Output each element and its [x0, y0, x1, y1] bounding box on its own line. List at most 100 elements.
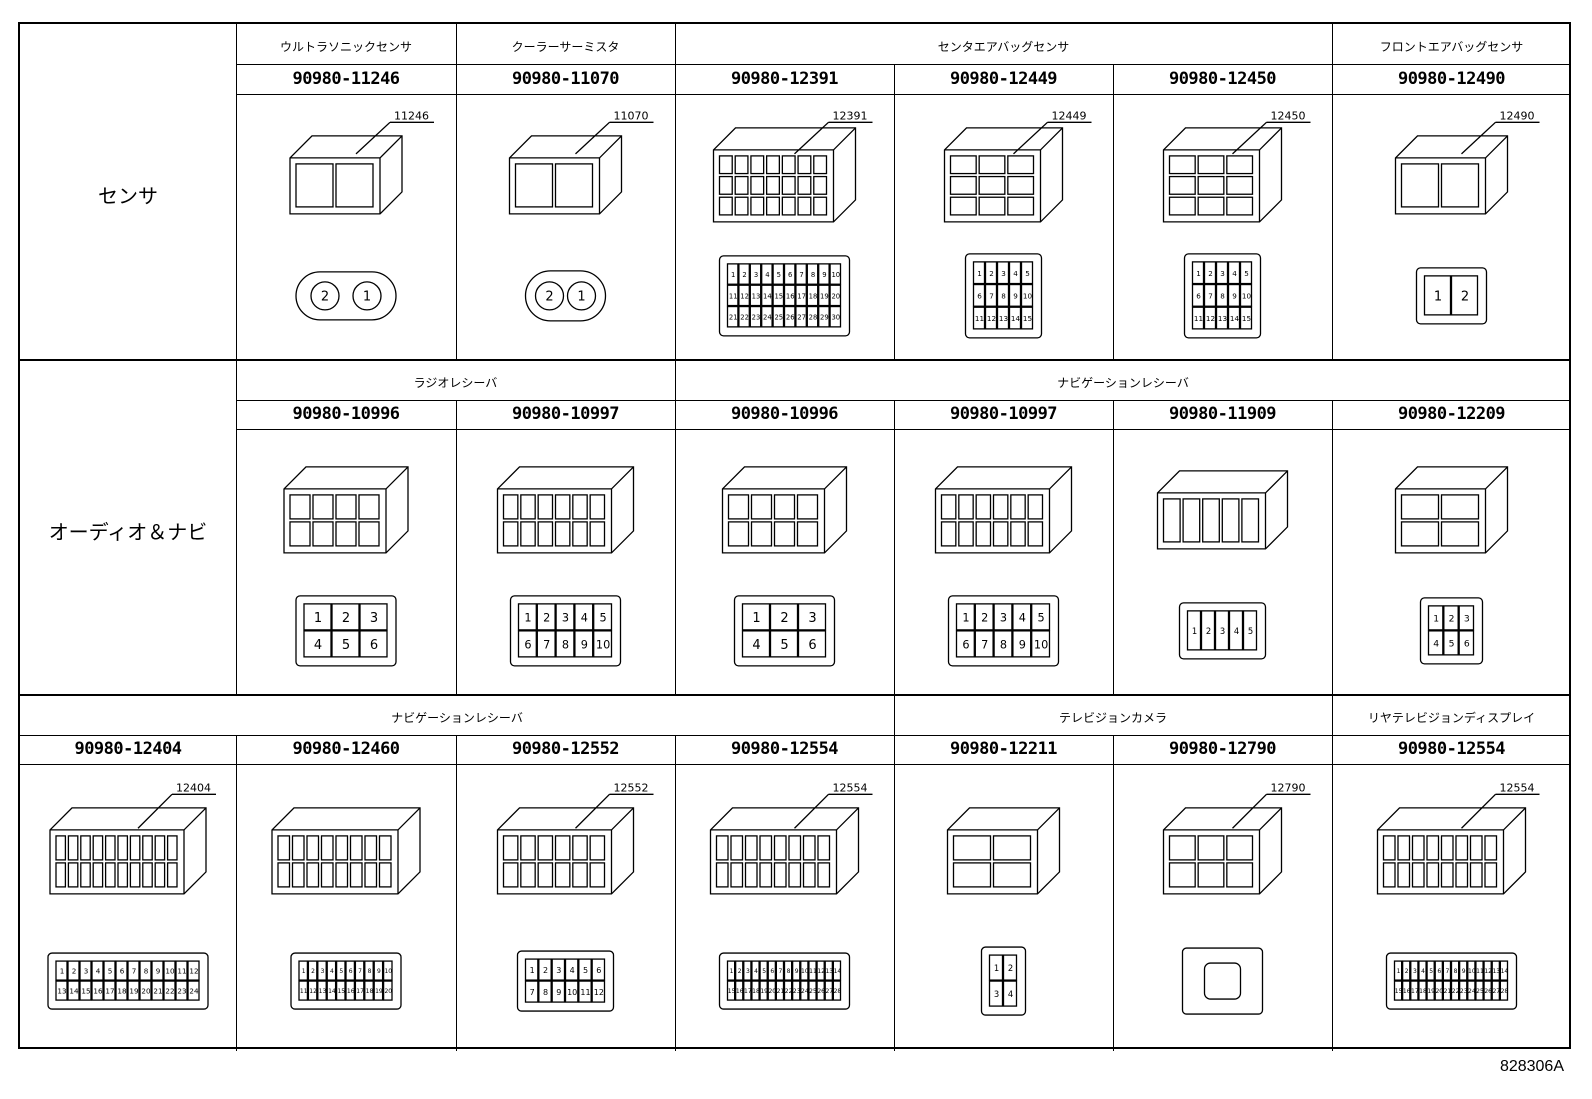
- pin-cavity: [1168, 175, 1196, 195]
- caption-radio-receiver: ラジオレシーバ: [413, 376, 498, 390]
- pin-cell: [1239, 261, 1253, 285]
- part-number: 90980-11070: [511, 69, 620, 89]
- pin-cavity: [940, 521, 957, 547]
- pin-number: 9: [1232, 291, 1237, 300]
- pin-number: 15: [728, 988, 736, 995]
- pin-cell: [354, 960, 365, 981]
- grid-line: [1113, 735, 1114, 1051]
- pin-cavity: [55, 835, 67, 861]
- pin-cavity: [80, 862, 91, 888]
- pin-cavity: [796, 494, 819, 520]
- pin-cavity: [312, 494, 334, 520]
- pin-cell: [726, 980, 736, 1001]
- pin-number: 27: [825, 988, 833, 995]
- pin-cell: [55, 960, 68, 981]
- pin-number: 12: [594, 988, 604, 997]
- pin-number: 7: [132, 967, 137, 976]
- pin-number: 1: [1397, 968, 1401, 975]
- pin-cell: [317, 960, 327, 981]
- pin-number: 5: [1038, 611, 1045, 624]
- pin-cell: [1467, 960, 1476, 981]
- pin-cavity: [1484, 835, 1498, 861]
- pin-cavity: [1469, 835, 1483, 861]
- grid-line: [894, 400, 895, 695]
- grid-line: [236, 24, 237, 359]
- part-number: 90980-11909: [1168, 404, 1277, 424]
- pin-cavity: [514, 163, 554, 208]
- pin-cell: [955, 630, 975, 658]
- pin-number: 7: [989, 291, 994, 300]
- pin-number: 18: [752, 988, 760, 995]
- pin-cell: [91, 980, 104, 1001]
- callout-label: 12404: [176, 781, 211, 794]
- pin-cell: [345, 980, 356, 1001]
- pin-cell: [564, 958, 579, 981]
- pin-number: 1: [962, 611, 969, 624]
- callout-leader: 12554: [794, 781, 873, 829]
- pin-number: 4: [1234, 626, 1239, 636]
- pin-cell: [769, 603, 799, 631]
- pin-cell: [373, 980, 384, 1001]
- pin-number: 27: [1492, 988, 1500, 995]
- pin-cell: [1434, 980, 1444, 1001]
- pin-cell: [79, 960, 92, 981]
- pin-number: 6: [349, 968, 353, 975]
- pin-number: 15: [1242, 314, 1251, 323]
- pin-number: 7: [779, 968, 783, 975]
- pin-cavity: [715, 835, 729, 861]
- pin-cell: [1020, 306, 1034, 330]
- pin-cell: [749, 284, 762, 307]
- pin-cavity: [797, 196, 812, 216]
- pin-cell: [738, 305, 750, 328]
- pin-number: 3: [746, 968, 750, 975]
- pin-number: 4: [1008, 989, 1013, 999]
- callout-leader: 12552: [575, 781, 654, 829]
- pin-cell: [1227, 261, 1241, 285]
- pin-number: 14: [834, 968, 842, 975]
- connector-housing-drawing: [1156, 470, 1289, 550]
- pin-cell: [1200, 610, 1216, 651]
- pin-number: 18: [117, 987, 127, 996]
- connector-svg: 12790: [1162, 781, 1311, 1015]
- pin-cell: [517, 630, 537, 658]
- pin-cell: [67, 960, 80, 981]
- pin-cavity: [1382, 835, 1396, 861]
- pin-cell: [307, 960, 318, 981]
- callout-label: 11246: [394, 109, 429, 122]
- grid-line: [456, 24, 457, 359]
- pin-number: 9: [1013, 291, 1018, 300]
- pin-cell: [578, 980, 592, 1003]
- pin-cavity: [589, 835, 606, 861]
- pin-cavity: [154, 835, 166, 861]
- pin-number: 19: [375, 988, 383, 995]
- pin-cavity: [1162, 498, 1181, 543]
- pin-number: 8: [1001, 291, 1006, 300]
- pin-number: 9: [1019, 638, 1026, 651]
- pin-number: 1: [994, 963, 999, 973]
- pin-cavity: [572, 521, 588, 547]
- pin-number: 23: [752, 314, 761, 322]
- pin-cavity: [958, 494, 974, 520]
- pin-cell: [795, 263, 807, 285]
- pin-number: 5: [1025, 269, 1030, 278]
- pin-cell: [818, 284, 830, 307]
- part-number: 90980-12490: [1397, 69, 1506, 89]
- pin-cell: [127, 960, 140, 981]
- pin-cavity: [992, 521, 1009, 547]
- pin-number: 7: [799, 271, 803, 279]
- pin-cell: [1191, 306, 1205, 330]
- pin-number: 14: [69, 987, 79, 996]
- pin-cell: [187, 980, 200, 1001]
- pin-number: 28: [809, 314, 818, 322]
- connector-housing-drawing: [934, 466, 1073, 554]
- pin-cell: [741, 630, 771, 658]
- pin-number: 6: [808, 638, 816, 653]
- pin-cell: [536, 630, 556, 658]
- pin-cell: [795, 305, 807, 328]
- pin-cavity: [978, 196, 1006, 216]
